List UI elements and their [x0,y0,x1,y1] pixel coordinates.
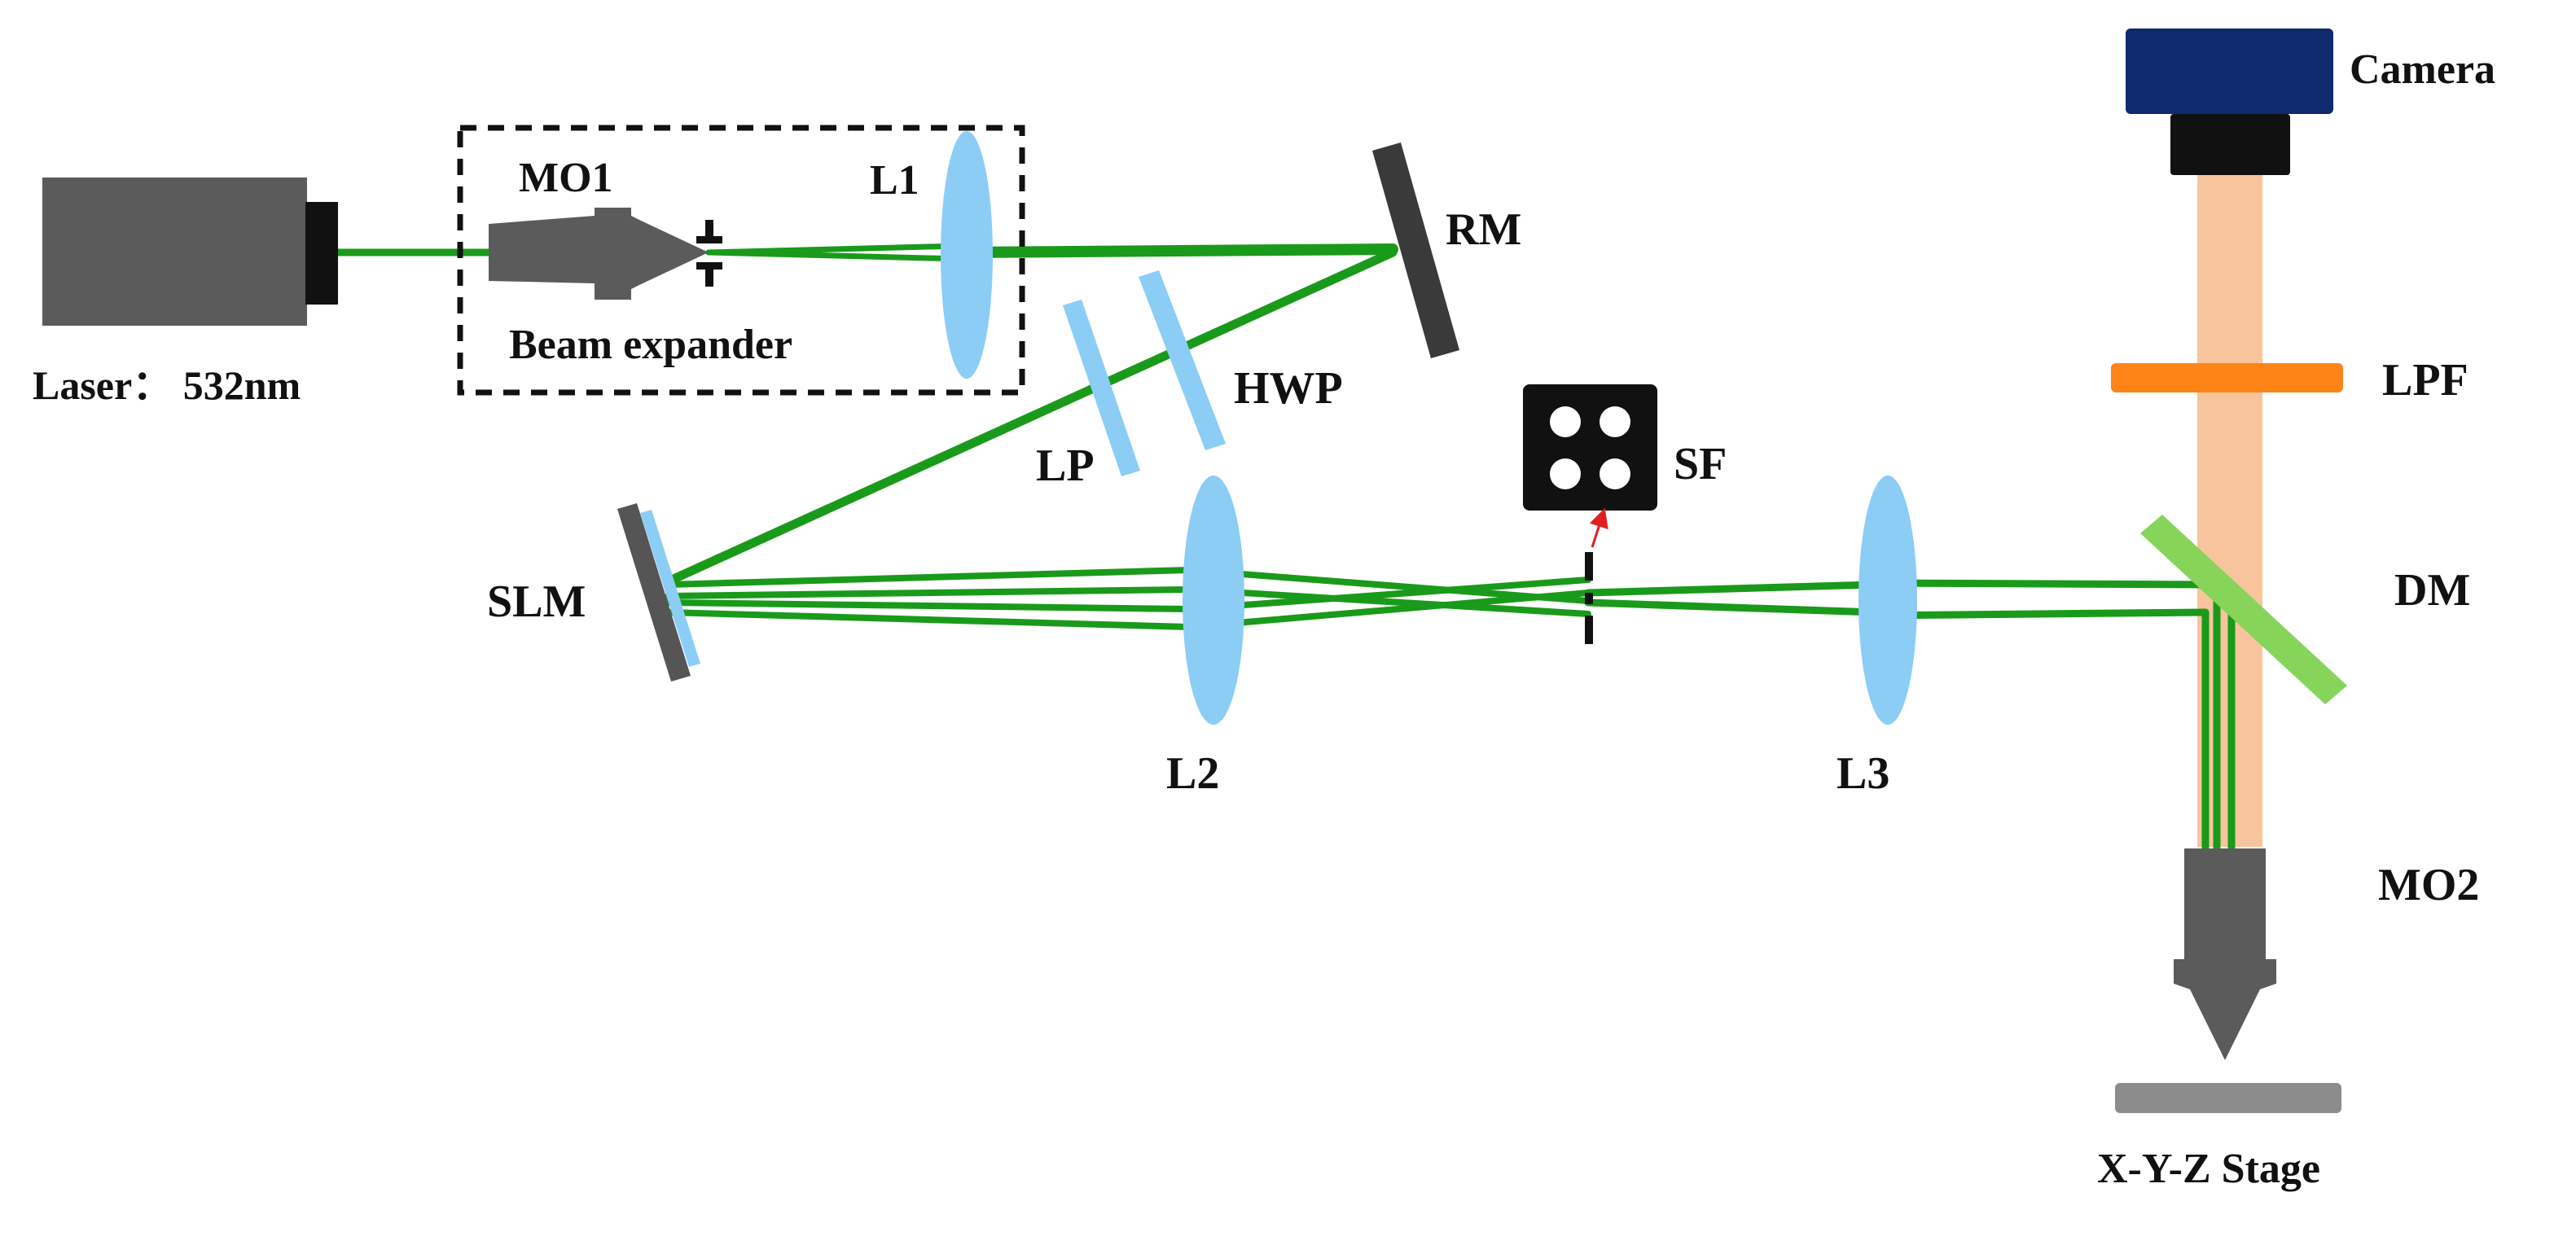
l1-label: L1 [870,157,919,204]
rm-label: RM [1446,204,1521,255]
l3-label: L3 [1837,748,1889,799]
lpf-label: LPF [2382,355,2468,406]
lp-label: LP [1036,441,1095,491]
linear-polarizer-lp [1063,300,1140,476]
reflecting-mirror-rm [1372,142,1459,358]
laser-label: Laser： 532nm [33,362,301,408]
slm-label: SLM [487,576,586,627]
half-wave-plate-hwp [1139,270,1226,450]
lens-l3 [1858,476,1917,725]
dm-label: DM [2394,565,2470,616]
sf-indicator-arrow [1589,507,1608,548]
lens-l1 [941,131,993,379]
stage-label: X-Y-Z Stage [2097,1146,2320,1192]
camera-label: Camera [2350,46,2495,93]
spatial-filter-aperture [1585,552,1593,644]
pinhole-mo1 [696,220,722,287]
laser-source [42,178,338,326]
microscope-objective-mo2 [2174,848,2276,1060]
spatial-filter-sf [1523,384,1657,511]
microscope-objective-mo1 [489,208,709,300]
spatial-light-modulator-slm [617,503,700,682]
lens-l2 [1183,476,1244,725]
camera [2126,28,2333,175]
xyz-stage [2115,1083,2341,1113]
hwp-label: HWP [1234,363,1343,414]
beam-expander-box [457,125,1025,396]
l2-label: L2 [1166,748,1219,799]
mo1-label: MO1 [519,155,613,201]
sf-label: SF [1674,439,1727,489]
long-pass-filter-lpf [2111,363,2343,392]
beam-expander-label: Beam expander [509,322,792,368]
dichroic-mirror-dm [2140,515,2347,704]
mo2-label: MO2 [2378,860,2479,910]
